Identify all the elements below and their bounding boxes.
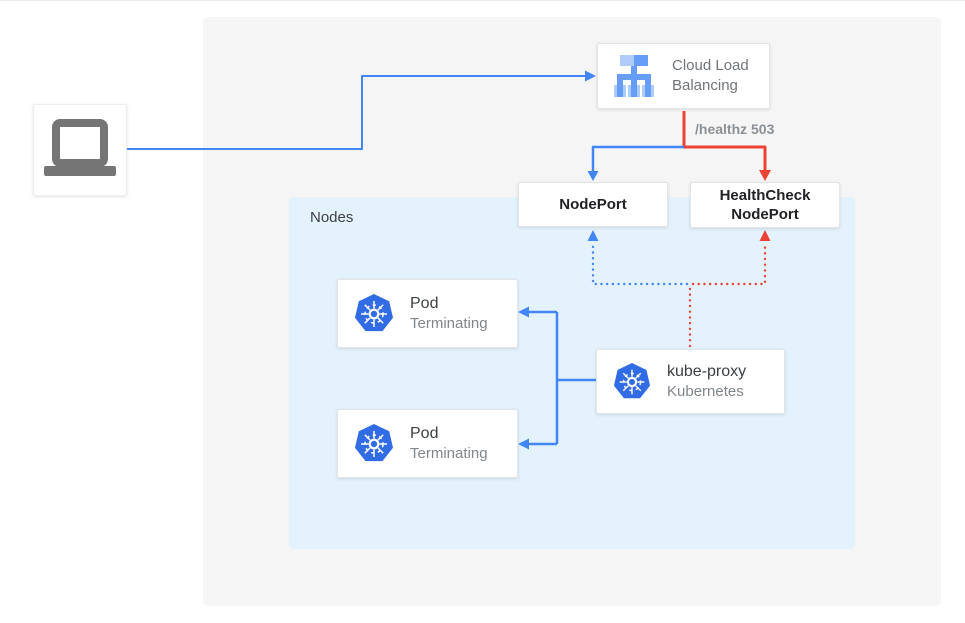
pod-node-2: Pod Terminating: [337, 409, 518, 478]
kubernetes-icon: [355, 293, 393, 331]
healthcheck-nodeport-node: HealthCheck NodePort: [690, 182, 840, 228]
kubernetes-icon: [355, 423, 393, 461]
kube-proxy-subtitle: Kubernetes: [667, 383, 744, 400]
pod-node-1: Pod Terminating: [337, 279, 518, 348]
load-balancer-icon: [614, 55, 654, 97]
pod-title: Pod: [410, 295, 439, 312]
pod-status: Terminating: [410, 315, 488, 332]
nodes-group-label: Nodes: [310, 209, 354, 226]
healthcheck-nodeport-label: HealthCheck NodePort: [719, 187, 811, 223]
pod-title: Pod: [410, 425, 439, 442]
kubernetes-icon: [613, 362, 651, 398]
nodeport-node: NodePort: [518, 182, 668, 227]
healthz-status-label: /healthz 503: [695, 121, 775, 137]
cloud-load-balancing-label: Cloud Load Balancing: [672, 57, 749, 94]
kube-proxy-title: kube-proxy: [667, 363, 747, 380]
laptop-icon: [44, 119, 116, 176]
pod-status: Terminating: [410, 445, 488, 462]
kube-proxy-node: kube-proxy Kubernetes: [596, 349, 785, 414]
client-node: [33, 104, 127, 196]
cloud-load-balancing-node: Cloud Load Balancing: [597, 43, 770, 109]
nodeport-label: NodePort: [559, 196, 627, 213]
